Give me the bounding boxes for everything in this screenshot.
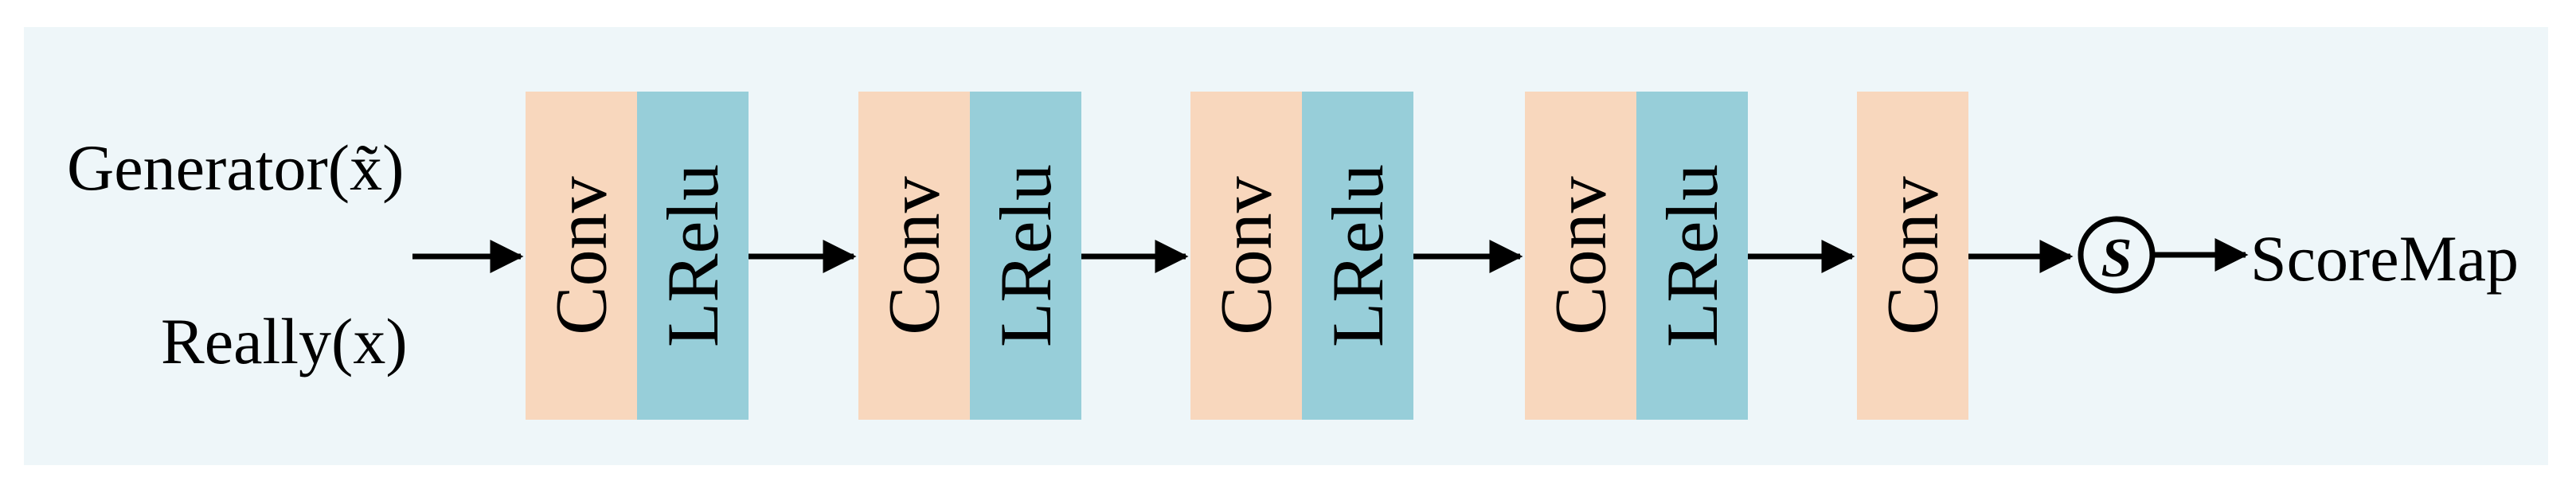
lrelu-block-2: LRelu: [970, 92, 1081, 420]
lrelu-block-3: LRelu: [1302, 92, 1413, 420]
conv-block-3: Conv: [1190, 92, 1302, 420]
conv-block-5: Conv: [1857, 92, 1968, 420]
conv-block-1: Conv: [526, 92, 637, 420]
conv-block-2: Conv: [858, 92, 970, 420]
conv-block-4: Conv: [1525, 92, 1636, 420]
lrelu-block-1: LRelu: [637, 92, 749, 420]
sigmoid-symbol: S: [2101, 228, 2132, 289]
lrelu-block-4: LRelu: [1636, 92, 1748, 420]
generator-input-label: Generator(x̃): [67, 131, 405, 204]
real-input-label: Really(x): [161, 305, 408, 378]
score-map-label: ScoreMap: [2250, 222, 2519, 295]
